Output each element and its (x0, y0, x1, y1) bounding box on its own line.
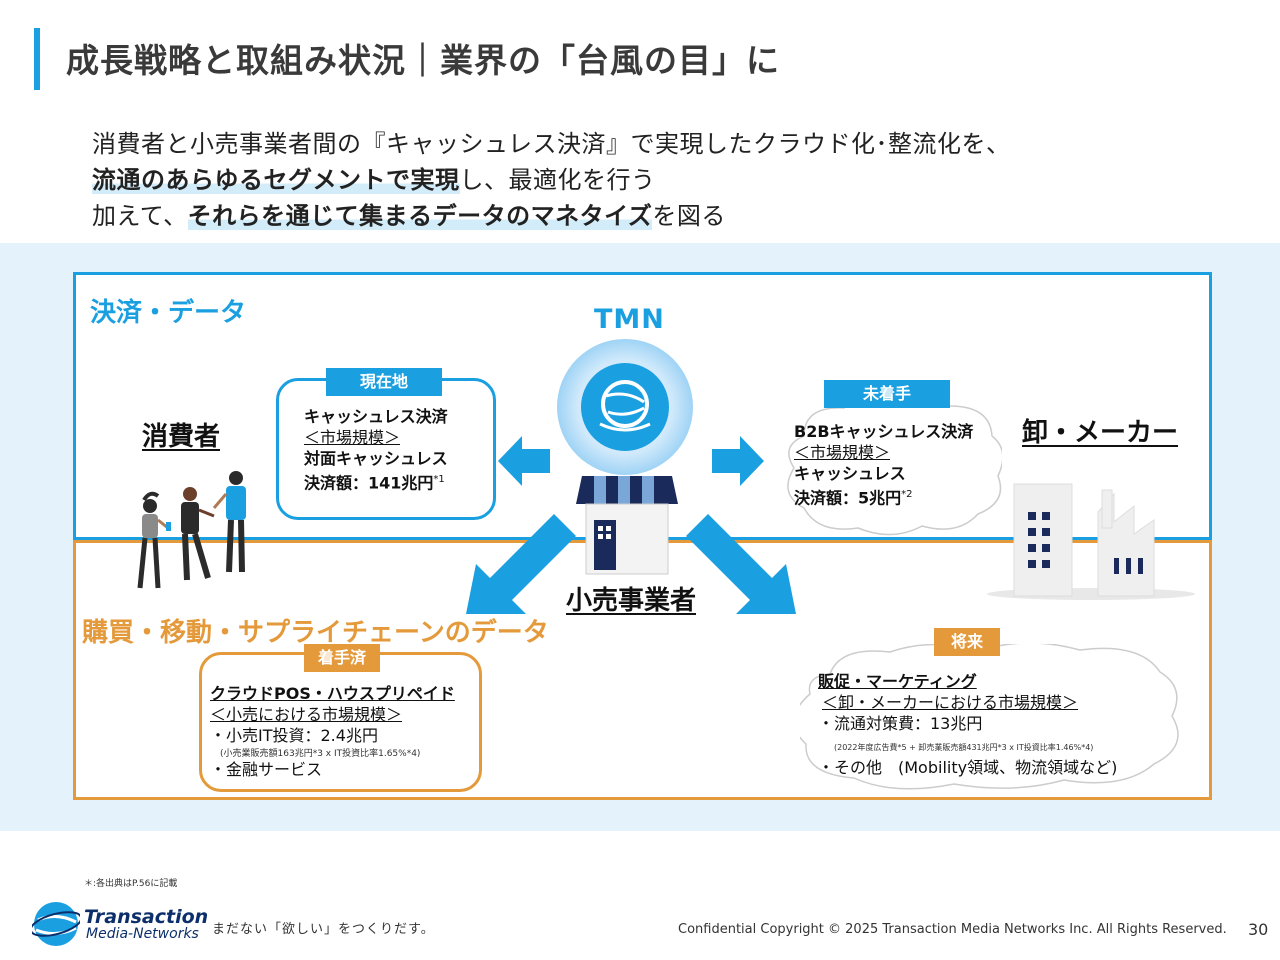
tmn-label: TMN (594, 304, 665, 335)
tag-current-position: 現在地 (326, 368, 442, 396)
card-started-text: クラウドPOS・ハウスプリペイド ＜小売における市場規模＞ ・小売IT投資：2.… (210, 683, 455, 746)
copyright-notice: Confidential Copyright © 2025 Transactio… (678, 922, 1227, 937)
section-label-purchase: 購買・移動・サプライチェーンのデータ (82, 618, 549, 648)
lead-line-3-post: を図る (652, 202, 726, 230)
arrow-left-icon (498, 436, 550, 486)
card-current-line1: キャッシュレス決済 (304, 407, 448, 426)
company-logo-line2: Media-Networks (86, 926, 199, 942)
source-footnote: ＊:各出典はP.56に記載 (84, 879, 178, 889)
company-logo-line1: Transaction (84, 906, 209, 928)
retailer-label: 小売事業者 (566, 586, 697, 616)
lead-line-3: 加えて、それらを通じて集まるデータのマネタイズを図る (92, 196, 726, 231)
card-unstarted-line4: 決済額：5兆円 (794, 488, 902, 508)
card-future-line3: ・流通対策費：13兆円 (818, 714, 983, 733)
card-future-line1: 販促・マーケティング (818, 672, 977, 691)
company-tagline: まだない「欲しい」をつくりだす。 (212, 922, 435, 937)
card-current-position (276, 378, 496, 520)
arrow-down-right-icon (686, 514, 796, 614)
tmn-globe-icon (557, 339, 693, 475)
card-current-text: キャッシュレス決済 ＜市場規模＞ 対面キャッシュレス 決済額：141兆円*1 (304, 406, 448, 493)
card-unstarted-footnote: *2 (901, 489, 913, 500)
card-started-line4: (小売業販売額163兆円*3 x IT投資比率1.65%*4) (220, 749, 421, 759)
card-current-footnote: *1 (433, 474, 445, 485)
consumer-label: 消費者 (142, 422, 221, 452)
arrow-right-icon (712, 436, 764, 486)
card-unstarted-line2: ＜市場規模＞ (794, 443, 891, 462)
card-unstarted-line1: B2Bキャッシュレス決済 (794, 422, 974, 441)
card-started-line3: ・小売IT投資：2.4兆円 (210, 726, 378, 745)
factory-building-icon (987, 483, 1195, 600)
consumers-illustration-icon (137, 471, 246, 589)
section-label-payment: 決済・データ (90, 298, 247, 328)
card-unstarted-text: B2Bキャッシュレス決済 ＜市場規模＞ キャッシュレス 決済額：5兆円*2 (794, 421, 973, 508)
lead-line-2-emphasis: 流通のあらゆるセグメントで実現 (92, 166, 460, 194)
card-unstarted-line3: キャッシュレス (794, 464, 906, 483)
title-accent-bar (34, 28, 40, 90)
card-current-line3: 対面キャッシュレス (304, 449, 448, 468)
card-future-line4: (2022年度広告費*5 + 卸売業販売額431兆円*3 x IT投資比率1.4… (834, 743, 1094, 752)
card-current-line2: ＜市場規模＞ (304, 428, 401, 447)
tag-started: 着手済 (304, 644, 380, 672)
tag-future: 将来 (934, 628, 1000, 656)
company-logo-globe-icon (32, 902, 80, 946)
page-number: 30 (1248, 920, 1269, 939)
wholesaler-label: 卸・メーカー (1022, 418, 1179, 448)
lead-line-3-emphasis: それらを通じて集まるデータのマネタイズ (187, 202, 653, 230)
page-title: 成長戦略と取組み状況｜業界の「台風の目」に (66, 41, 780, 80)
lead-line-2-rest: し、最適化を行う (459, 166, 656, 194)
card-started-line5: ・金融サービス (210, 760, 323, 779)
card-current-line4: 決済額：141兆円 (304, 473, 434, 493)
card-future-line5: ・その他 (Mobility領域、物流領域など) (818, 758, 1118, 777)
card-started-line2: ＜小売における市場規模＞ (210, 705, 403, 724)
card-future-line2: ＜卸・メーカーにおける市場規模＞ (822, 693, 1079, 712)
arrow-down-left-icon (466, 514, 576, 614)
retail-store-icon (576, 476, 678, 575)
tag-unstarted: 未着手 (824, 380, 950, 408)
lead-line-2: 流通のあらゆるセグメントで実現し、最適化を行う (92, 160, 656, 195)
lead-line-3-pre: 加えて、 (92, 202, 188, 230)
card-future-text: 販促・マーケティング ＜卸・メーカーにおける市場規模＞ ・流通対策費：13兆円 (818, 671, 1078, 734)
card-started-line1: クラウドPOS・ハウスプリペイド (210, 684, 455, 703)
lead-line-1: 消費者と小売事業者間の『キャッシュレス決済』で実現したクラウド化･整流化を、 (92, 130, 1011, 158)
card-started (199, 652, 482, 792)
